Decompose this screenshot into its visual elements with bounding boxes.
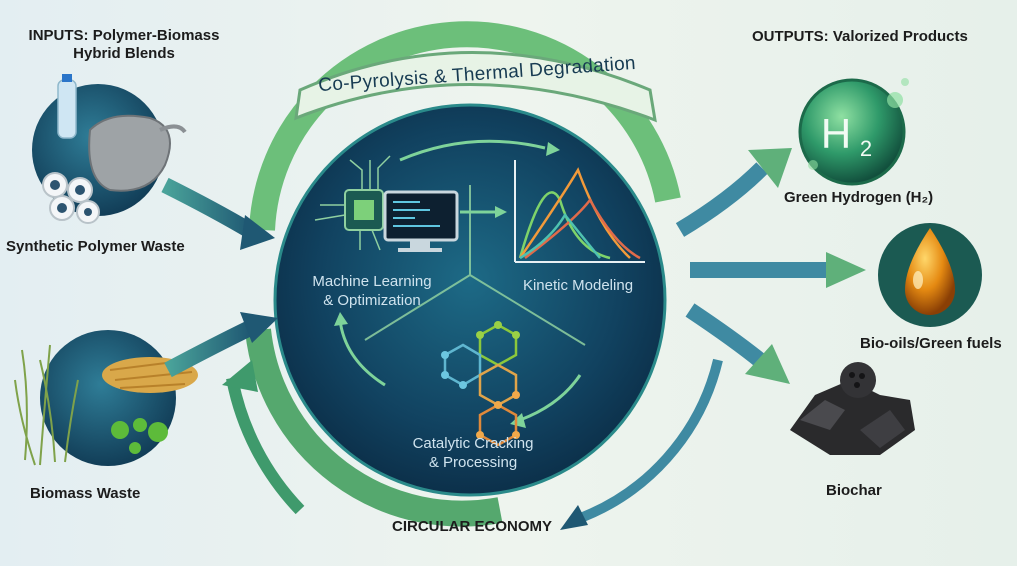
circular-economy-label: CIRCULAR ECONOMY (392, 518, 552, 535)
biooil-label: Bio-oils/Green fuels (860, 335, 1002, 352)
biomass-waste-label: Biomass Waste (30, 485, 141, 502)
inner-cycle-arrows (334, 139, 582, 428)
catalytic-label-line1: Catalytic Cracking (412, 435, 534, 452)
ml-label-line1: Machine Learning (312, 273, 432, 290)
biomass-icon (14, 330, 198, 466)
plastic-waste-icon (32, 74, 187, 224)
h2-subscript: 2 (860, 136, 872, 161)
catalytic-label-line2: & Processing (428, 454, 518, 471)
biochar-label: Biochar (826, 482, 882, 499)
outer-ring (226, 21, 723, 527)
biochar-icon (790, 362, 915, 455)
core-divider (364, 185, 586, 346)
molecule-icon (441, 321, 520, 447)
ml-label-line2: & Optimization (323, 292, 421, 309)
input-arrows (161, 177, 278, 392)
inputs-heading-line2: Hybrid Blends (73, 45, 175, 62)
output-arrows (560, 148, 866, 530)
oil-drop-icon (878, 223, 982, 327)
inputs-heading-line1: INPUTS: Polymer-Biomass (28, 27, 220, 44)
polymer-waste-label: Synthetic Polymer Waste (6, 238, 185, 255)
kinetic-label: Kinetic Modeling (522, 277, 634, 294)
catalytic-label: Catalytic Cracking & Processing (398, 434, 548, 472)
hydrogen-label: Green Hydrogen (H₂) (784, 189, 934, 206)
ml-label: Machine Learning & Optimization (302, 272, 442, 310)
circuit-computer-icon (314, 155, 459, 252)
inputs-heading: INPUTS: Polymer-Biomass Hybrid Blends (18, 27, 230, 63)
h2-symbol: H (821, 110, 851, 157)
outputs-heading: OUTPUTS: Valorized Products (752, 28, 968, 45)
process-banner (294, 51, 657, 123)
hydrogen-orb-icon: H 2 (798, 78, 909, 186)
kinetic-curves-icon (514, 160, 645, 263)
